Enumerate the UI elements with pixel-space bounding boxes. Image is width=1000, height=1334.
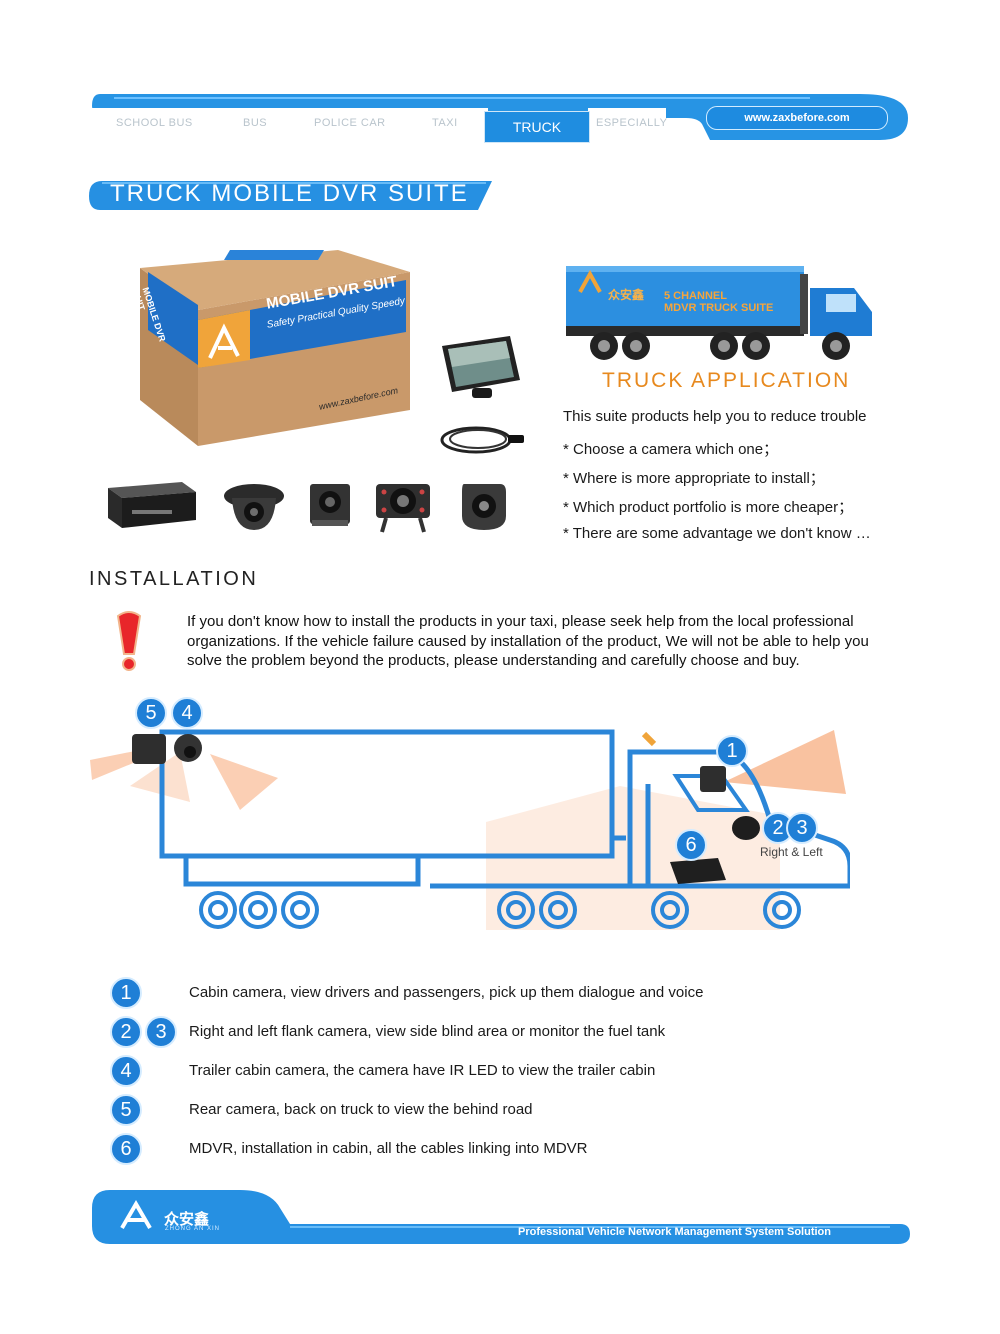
application-bullet: * Where is more appropriate to install； — [563, 470, 825, 487]
cable-image — [440, 426, 524, 454]
nav-item-police-car[interactable]: POLICE CAR — [314, 117, 386, 129]
diagram-marker-1: 1 — [716, 735, 748, 767]
footer-slogan: Professional Vehicle Network Management … — [518, 1226, 831, 1238]
ir-camera-image — [376, 484, 430, 533]
company-logo-icon — [120, 1200, 152, 1230]
truck-text-line1: 5 CHANNEL — [664, 290, 727, 302]
nav-item-taxi[interactable]: TAXI — [432, 117, 458, 129]
product-box-image — [140, 250, 410, 446]
installation-diagram — [90, 729, 850, 930]
mini-camera-image — [310, 484, 350, 526]
monitor-image — [442, 336, 520, 398]
application-bullet: * Choose a camera which one； — [563, 441, 779, 458]
footer-bar — [92, 1190, 910, 1244]
section-title-banner — [89, 181, 492, 210]
legend-number: 1 — [110, 977, 142, 1009]
truck-application-title: TRUCK APPLICATION — [602, 369, 851, 392]
legend-text: Rear camera, back on truck to view the b… — [189, 1101, 533, 1118]
mdvr-device-image — [108, 482, 196, 528]
diagram-marker-6: 6 — [675, 829, 707, 861]
diagram-marker-3: 3 — [786, 812, 818, 844]
diagram-marker-4: 4 — [171, 697, 203, 729]
nav-item-especially[interactable]: ESPECIALLY — [596, 117, 668, 129]
legend-number: 6 — [110, 1133, 142, 1165]
application-bullet: * There are some advantage we don't know… — [563, 525, 871, 542]
side-camera-image — [462, 484, 506, 530]
nav-item-school-bus[interactable]: SCHOOL BUS — [116, 117, 193, 129]
nav-item-truck[interactable]: TRUCK — [484, 111, 590, 143]
legend-text: Right and left flank camera, view side b… — [189, 1023, 666, 1040]
nav-item-bus[interactable]: BUS — [243, 117, 268, 129]
warning-icon — [116, 611, 142, 671]
truck-graphic — [566, 266, 872, 360]
diagram-marker-2: 2 — [762, 812, 794, 844]
legend-text: MDVR, installation in cabin, all the cab… — [189, 1140, 588, 1157]
truck-application-intro: This suite products help you to reduce t… — [563, 408, 867, 425]
truck-text-line2: MDVR TRUCK SUITE — [664, 302, 774, 314]
website-link[interactable]: www.zaxbefore.com — [706, 106, 888, 130]
installation-title: INSTALLATION — [89, 568, 259, 590]
legend-text: Cabin camera, view drivers and passenger… — [189, 984, 704, 1001]
application-bullet: * Which product portfolio is more cheape… — [563, 499, 854, 516]
legend-text: Trailer cabin camera, the camera have IR… — [189, 1062, 656, 1079]
right-left-label: Right & Left — [760, 845, 823, 859]
legend-number: 2 — [110, 1016, 142, 1048]
truck-logo-cn: 众安鑫 — [608, 288, 645, 302]
installation-warning: If you don't know how to install the pro… — [187, 613, 869, 669]
diagram-marker-5: 5 — [135, 697, 167, 729]
legend-number: 5 — [110, 1094, 142, 1126]
footer-logo-cn: 众安鑫 — [164, 1211, 210, 1228]
section-title: TRUCK MOBILE DVR SUITE — [110, 180, 469, 207]
dome-camera-image — [224, 484, 284, 530]
footer-logo-en: ZHONG AN XIN — [165, 1226, 221, 1232]
legend-number: 4 — [110, 1055, 142, 1087]
legend-number: 3 — [145, 1016, 177, 1048]
